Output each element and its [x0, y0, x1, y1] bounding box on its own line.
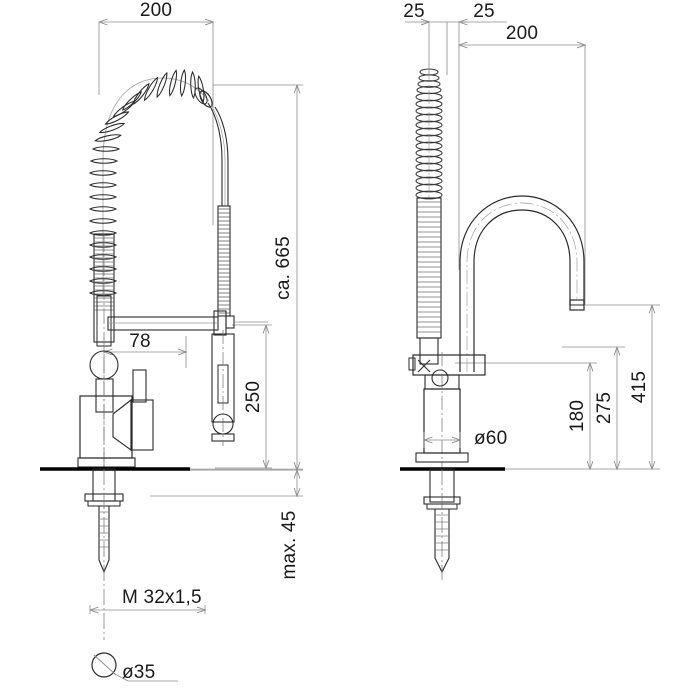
hole-circle [91, 652, 117, 678]
flexible-hose [207, 102, 229, 206]
hose-ribbed-sleeve [217, 205, 231, 317]
dimension-label-thread: M 32x1,5 [122, 587, 202, 608]
threaded-stud [98, 505, 110, 574]
dimension-label-250: 250 [243, 381, 264, 413]
dimension-180: 180 [455, 363, 597, 469]
spout-outlet [569, 299, 585, 311]
dimension-thread: M 32x1,5 [90, 587, 205, 614]
riser-column [93, 233, 115, 470]
dimension-label-35: ø35 [122, 662, 155, 683]
side-elevation-view: 200 ca. 665 250 max. 45 [40, 0, 303, 683]
support-arm [107, 310, 268, 336]
dimension-25-a: 25 [403, 1, 448, 75]
dimension-label-665: ca. 665 [273, 236, 294, 300]
dimension-200-left: 200 [99, 0, 213, 225]
cartridge-housing [130, 399, 154, 451]
dimension-label-200-right: 200 [506, 23, 538, 44]
spray-handle [211, 330, 235, 446]
dimension-label-200-left: 200 [140, 0, 172, 21]
gooseneck-spout [459, 195, 585, 372]
base-flange [77, 457, 136, 468]
dimension-78: 78 [104, 331, 186, 368]
dimension-label-max-45: max. 45 [279, 511, 300, 580]
dimension-label-25-b: 25 [473, 1, 495, 22]
mounting-hole-detail: ø35 [91, 652, 178, 683]
dimension-label-275: 275 [594, 392, 615, 424]
dimension-60: ø60 [424, 428, 507, 449]
front-spring-assembly [415, 68, 443, 365]
faucet-body [79, 350, 154, 470]
dimension-label-180: 180 [567, 400, 588, 432]
dimension-label-25-a: 25 [403, 1, 425, 22]
dimension-label-415: 415 [629, 371, 650, 403]
dimension-275: 275 [562, 347, 625, 469]
dimension-250: 250 [215, 325, 272, 468]
dimension-label-60: ø60 [474, 428, 507, 449]
spring-hose-assembly [89, 69, 231, 317]
dimension-200-right: 200 [459, 23, 585, 305]
dimension-label-78: 78 [129, 331, 151, 352]
dimension-max-45: max. 45 [150, 470, 303, 580]
front-spring-sleeve [416, 197, 442, 365]
front-faucet-body [408, 352, 486, 470]
front-elevation-view: 25 25 200 415 275 180 [400, 1, 660, 580]
threaded-shank-left [84, 468, 124, 640]
lever-handle [132, 369, 147, 403]
threaded-shank-right [423, 468, 461, 580]
